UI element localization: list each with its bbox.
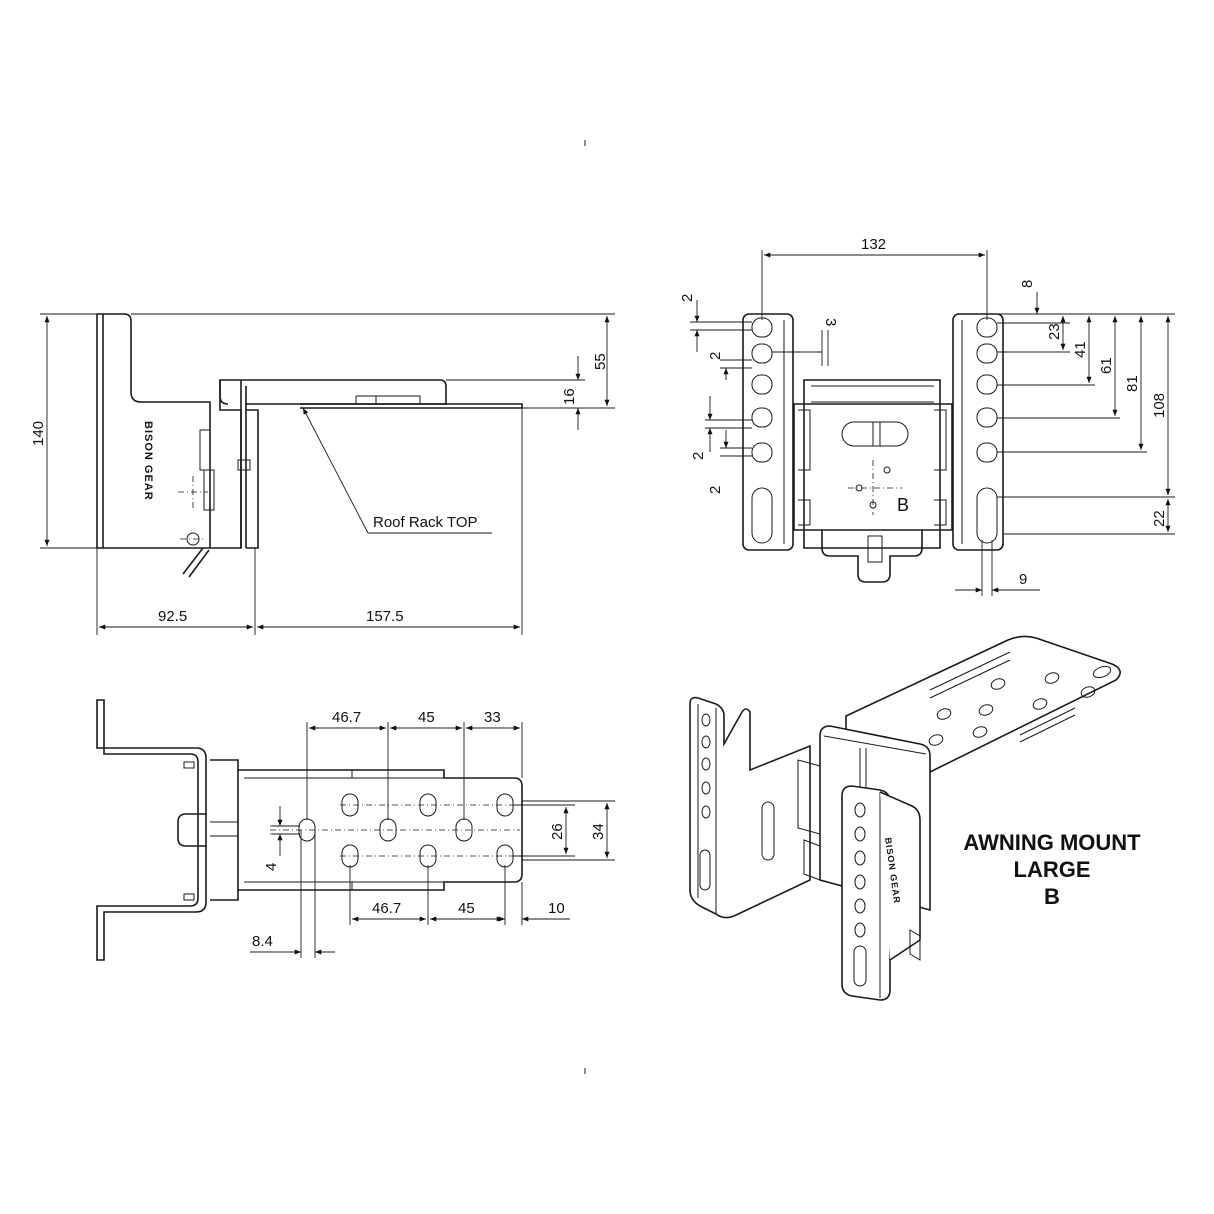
title-line-1: AWNING MOUNT xyxy=(963,830,1141,855)
dim-2-c: 2 xyxy=(690,452,707,460)
dim-61: 61 xyxy=(1098,357,1115,374)
dim-45-top: 45 xyxy=(418,709,435,726)
dim-16: 16 xyxy=(561,388,578,405)
dim-8: 8 xyxy=(1019,280,1036,288)
dim-108: 108 xyxy=(1151,393,1168,418)
dim-132: 132 xyxy=(861,236,886,253)
dim-10: 10 xyxy=(548,900,565,917)
dim-34: 34 xyxy=(590,823,607,840)
title-block: AWNING MOUNT LARGE B xyxy=(963,830,1141,909)
dim-45-bottom: 45 xyxy=(458,900,475,917)
dim-157-5: 157.5 xyxy=(366,608,404,625)
front-view: B 132 2 2 2 2 3 xyxy=(679,236,1175,596)
dim-46-7-top: 46.7 xyxy=(332,709,361,726)
top-view: 46.7 45 33 46.7 45 10 26 34 4 xyxy=(96,699,615,961)
dim-22: 22 xyxy=(1151,510,1168,527)
roof-rack-top-callout: Roof Rack TOP xyxy=(373,514,478,531)
dim-26: 26 xyxy=(549,823,566,840)
dim-2-d: 2 xyxy=(707,486,724,494)
left-plate-holes xyxy=(751,317,773,544)
dim-55: 55 xyxy=(592,353,609,370)
iso-front-holes xyxy=(853,802,867,987)
iso-arm-holes xyxy=(928,665,1112,746)
dim-4: 4 xyxy=(263,863,280,871)
dim-2-a: 2 xyxy=(679,294,696,302)
brand-stamp-side: BISON GEAR xyxy=(142,421,154,501)
dim-46-7-bottom: 46.7 xyxy=(372,900,401,917)
side-view: BISON GEAR 140 55 16 92.5 157.5 Roof Rac… xyxy=(30,313,615,635)
title-line-2: LARGE xyxy=(1014,857,1091,882)
dim-41: 41 xyxy=(1072,341,1089,358)
dim-2-b: 2 xyxy=(707,352,724,360)
b-stamp: B xyxy=(897,495,909,515)
iso-left-holes xyxy=(699,713,775,891)
isometric-view: BISON GEAR xyxy=(689,635,1121,1001)
dim-33-top: 33 xyxy=(484,709,501,726)
dim-81: 81 xyxy=(1124,375,1141,392)
dim-9: 9 xyxy=(1019,571,1027,588)
dim-3: 3 xyxy=(822,318,839,326)
dim-23: 23 xyxy=(1046,323,1063,340)
dim-8-4: 8.4 xyxy=(252,933,273,950)
dim-92-5: 92.5 xyxy=(158,608,187,625)
right-plate-holes xyxy=(976,317,998,544)
dim-140: 140 xyxy=(30,421,47,446)
title-line-3: B xyxy=(1044,884,1060,909)
